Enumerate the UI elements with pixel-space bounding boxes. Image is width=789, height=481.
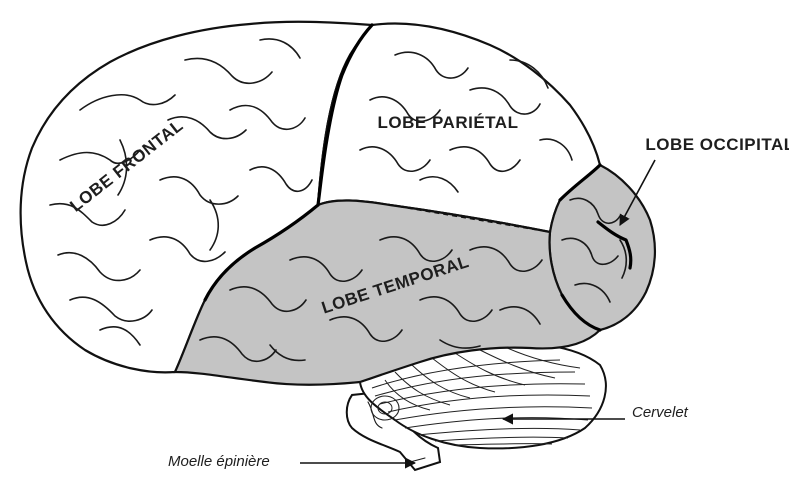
spinal-cord-label: Moelle épinière: [168, 453, 270, 470]
occipital-lobe-label: LOBE OCCIPITAL: [645, 135, 789, 154]
cerebellum-label: Cervelet: [632, 404, 689, 421]
parietal-lobe-label: LOBE PARIÉTAL: [378, 113, 519, 132]
